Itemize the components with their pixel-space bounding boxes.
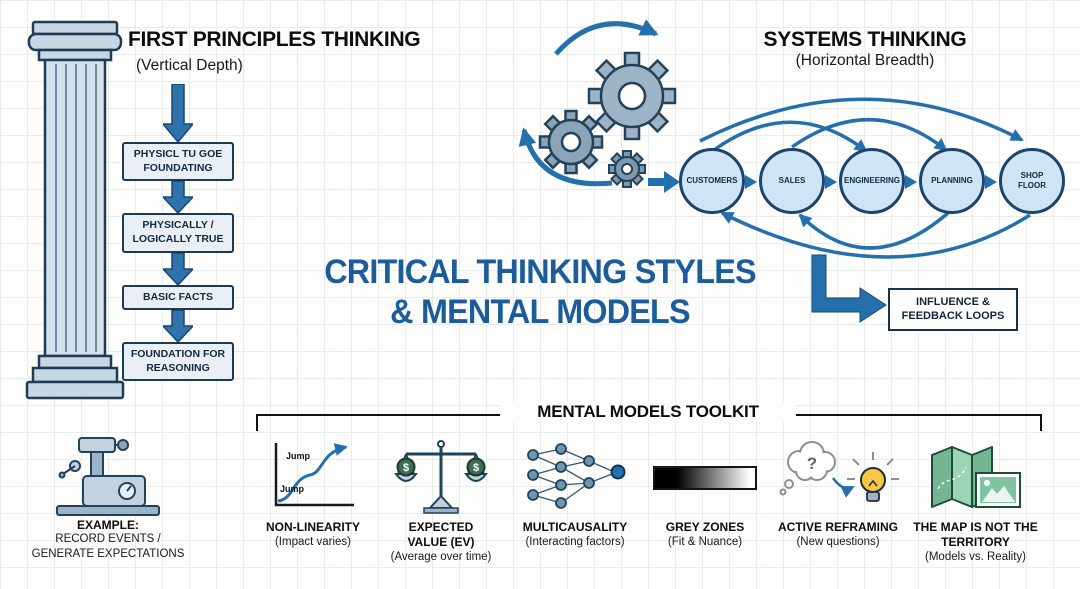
toolkit-item-name: EXPECTED VALUE (EV) [407,520,475,549]
toolkit-item-desc: (Interacting factors) [525,536,625,548]
example-line-2: GENERATE EXPECTATIONS [31,547,185,560]
node-customers: CUSTOMERS [679,148,745,214]
first-principles-subtitle: (Vertical Depth) [136,57,243,74]
toolkit-item-map-territory: THE MAP IS NOT THE TERRITORY (Models vs.… [908,438,1043,564]
feedback-elbow-arrow [811,254,887,323]
toolkit-item-name: NON-LINEARITY [266,520,360,534]
balance-scale-icon: $ $ [393,440,488,514]
nonlinearity-chart-icon: Jump Jump [274,443,354,507]
toolkit-item-grey-zones: GREY ZONES (Fit & Nuance) [645,438,765,549]
influence-feedback-loops-box: INFLUENCE & FEEDBACK LOOPS [888,288,1018,331]
toolkit-item-desc: (Impact varies) [274,536,352,548]
first-principles-flow: PHYSICL TU GOE FOUNDATING PHYSICALLY / L… [122,84,234,382]
toolkit-item-name: ACTIVE REFRAMING [778,520,898,534]
page-title: CRITICAL THINKING STYLES & MENTAL MODELS [284,252,797,332]
first-principles-title: FIRST PRINCIPLES THINKING [128,28,421,51]
page-title-line1: CRITICAL THINKING STYLES [324,253,756,291]
recorder-machine-icon [55,437,160,516]
down-arrow-icon [163,310,193,343]
fp-step-2: PHYSICALLY / LOGICALLY TRUE [122,213,234,253]
node-planning: PLANNING [919,148,985,214]
svg-text:Jump: Jump [279,484,304,494]
fp-step-3: BASIC FACTS [122,284,234,311]
svg-text:Jump: Jump [285,451,310,461]
reframing-icon: ? [779,441,899,502]
fp-step-1: PHYSICL TU GOE FOUNDATING [122,142,234,182]
systems-thinking-heading: SYSTEMS THINKING (Horizontal Breadth) [745,28,985,70]
toolkit-item-active-reframing: ? ACTIVE REFRAMING (New questions) [773,438,903,549]
svg-text:?: ? [807,454,817,473]
example-block: EXAMPLE: RECORD EVENTS / GENERATE EXPECT… [18,430,198,562]
column-icon [25,20,125,400]
toolkit-item-desc: (Models vs. Reality) [925,551,1026,563]
svg-text:$: $ [472,462,478,474]
toolkit-item-name: MULTICAUSALITY [522,520,628,534]
systems-thinking-subtitle: (Horizontal Breadth) [795,52,935,69]
toolkit-title: MENTAL MODELS TOOLKIT [500,402,796,422]
causal-network-icon [526,443,625,509]
down-arrow-icon [163,181,193,214]
fp-step-4: FOUNDATION FOR REASONING [122,342,234,382]
feedback-arcs-bottom [720,211,1031,259]
node-sales: SALES [759,148,825,214]
toolkit-item-nonlinearity: Jump Jump NON-LINEARITY (Impact varies) [252,438,374,549]
toolkit-item-name: GREY ZONES [665,520,745,534]
node-shop-floor: SHOP FLOOR [999,148,1065,214]
example-title: EXAMPLE: [76,518,139,532]
node-engineering: ENGINEERING [839,148,905,214]
gear-medium-icon [538,109,604,175]
node-link-arrows [745,175,997,189]
grey-gradient-bar-icon [653,466,757,490]
toolkit-item-name: THE MAP IS NOT THE TERRITORY [913,520,1038,549]
down-arrow-icon [163,84,193,142]
gear-small-icon [608,150,646,188]
toolkit-item-desc: (Fit & Nuance) [667,536,743,548]
example-line-1: RECORD EVENTS / [55,533,161,545]
gear-cycle-arrows [518,19,659,187]
toolkit-item-desc: (New questions) [796,536,880,548]
page-title-line2: & MENTAL MODELS [390,293,690,332]
svg-text:$: $ [402,462,408,474]
systems-thinking-title: SYSTEMS THINKING [763,28,967,51]
toolkit-item-multicausality: MULTICAUSALITY (Interacting factors) [510,438,640,549]
toolkit-item-expected-value: $ $ EXPECTED VALUE (EV) (Average over ti… [380,438,502,564]
toolkit-item-desc: (Average over time) [390,551,492,563]
down-arrow-icon [163,252,193,285]
feedback-arcs-top [699,97,1024,153]
gears-to-customers-arrow [648,171,680,193]
gear-large-icon [587,51,677,141]
map-icon [930,446,1021,508]
